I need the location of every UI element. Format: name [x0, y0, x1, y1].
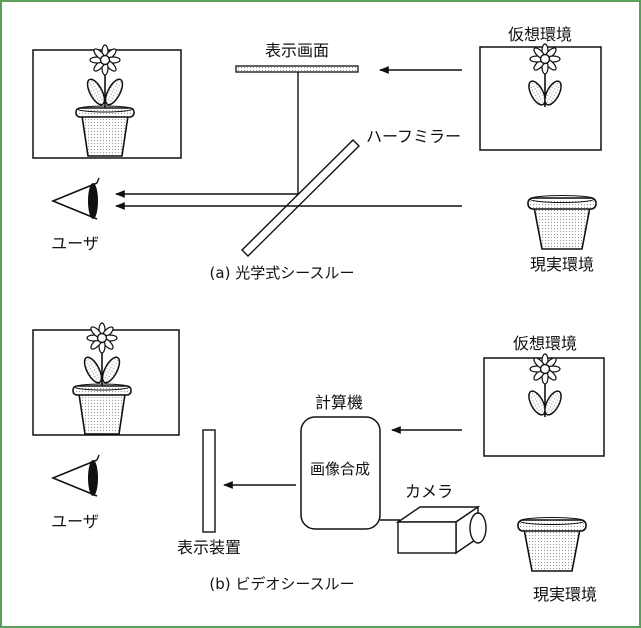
optical-see-through-panel: 表示画面 ハーフミラー 仮想環境 現実環境 ユーザ (a) 光学式シースルー — [32, 25, 602, 282]
video-user-label: ユーザ — [51, 512, 99, 531]
video-real-env-label: 現実環境 — [533, 585, 597, 604]
camera-label: カメラ — [405, 482, 453, 501]
video-virtual-env-label: 仮想環境 — [513, 334, 577, 353]
optical-real-env-label: 現実環境 — [530, 255, 594, 274]
optical-display-screen — [235, 65, 359, 73]
image-composite-label: 画像合成 — [310, 460, 370, 478]
optical-caption: (a) 光学式シースルー — [210, 264, 355, 282]
half-mirror — [241, 139, 360, 257]
half-mirror-label: ハーフミラー — [366, 127, 461, 146]
computer-label: 計算機 — [315, 393, 363, 412]
display-device-label: 表示装置 — [177, 538, 241, 557]
video-caption: (b) ビデオシースルー — [209, 575, 354, 593]
video-see-through-panel: ユーザ 表示装置 計算機 画像合成 仮想環境 カメラ 現実環境 (b) ビデオシ… — [32, 322, 605, 604]
camera-icon — [395, 505, 487, 555]
optical-display-label: 表示画面 — [265, 41, 329, 60]
optical-virtual-env-label: 仮想環境 — [508, 25, 572, 44]
computer-box — [300, 416, 381, 530]
display-device — [202, 429, 216, 533]
optical-user-label: ユーザ — [51, 234, 99, 253]
